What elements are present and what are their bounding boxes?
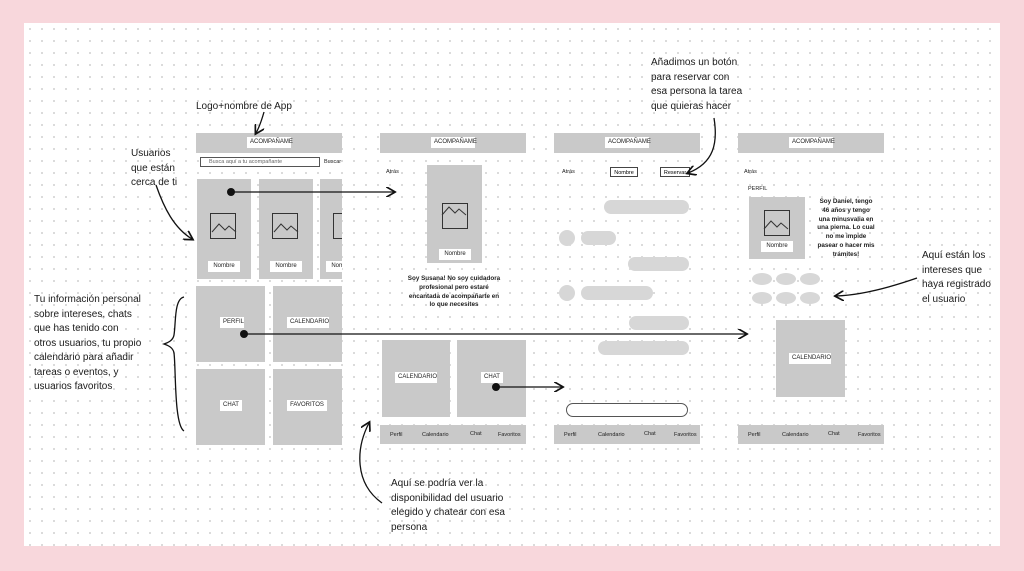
- user-name: Nombre: [439, 249, 471, 261]
- tab-chat[interactable]: Chat: [470, 431, 482, 437]
- image-placeholder-icon: [272, 213, 298, 239]
- interest-chip: [776, 292, 796, 304]
- tab-chat[interactable]: Chat: [644, 431, 656, 437]
- message-input[interactable]: [566, 403, 688, 417]
- screen-profile: ACOMPAÑAME Atrás PERFIL Nombre Soy Danie…: [738, 133, 884, 445]
- search-button[interactable]: Buscar: [324, 159, 342, 165]
- app-logo-title: ACOMPAÑAME: [247, 137, 293, 149]
- chat-bubble-right: [604, 200, 689, 214]
- interest-chip: [800, 292, 820, 304]
- interest-chip: [800, 273, 820, 285]
- user-card-name: Nombre: [326, 261, 342, 273]
- annotation-reserve: Añadimos un botón para reservar con esa …: [651, 57, 743, 112]
- user-card-partial[interactable]: Nombre: [320, 179, 342, 279]
- tile-calendario[interactable]: CALENDARIO: [273, 286, 342, 362]
- tab-calendario[interactable]: Calendario: [598, 432, 625, 438]
- tab-bar: Perfil Calendario Chat Favoritos: [380, 425, 526, 444]
- user-description: Soy Daniel, tengo 46 años y tengo una mi…: [817, 198, 875, 258]
- chat-bubble-right: [628, 257, 689, 271]
- tab-bar: Perfil Calendario Chat Favoritos: [554, 425, 700, 444]
- user-photo: Nombre: [749, 197, 805, 259]
- tile-favoritos-label: FAVORITOS: [287, 400, 327, 412]
- tile-calendario[interactable]: CALENDARIO: [382, 340, 450, 417]
- header-bar: ACOMPAÑAME: [554, 133, 700, 153]
- tab-chat[interactable]: Chat: [828, 431, 840, 437]
- tile-calendario[interactable]: CALENDARIO: [776, 320, 845, 397]
- tab-calendario[interactable]: Calendario: [782, 432, 809, 438]
- annotation-availability: Aquí se podría ver la disponibilidad del…: [391, 478, 505, 533]
- user-card-name: Nombre: [270, 261, 302, 273]
- interests-group: [752, 273, 822, 309]
- tab-calendario[interactable]: Calendario: [422, 432, 449, 438]
- tab-perfil[interactable]: Perfil: [564, 432, 577, 438]
- app-logo-title: ACOMPAÑAME: [789, 137, 835, 149]
- search-input[interactable]: Busca aquí a tu acompañante: [200, 157, 320, 167]
- user-card[interactable]: Nombre: [259, 179, 313, 279]
- chat-bubble-right: [629, 316, 689, 330]
- tab-perfil[interactable]: Perfil: [390, 432, 403, 438]
- name-button[interactable]: Nombre: [610, 167, 638, 177]
- avatar: [559, 230, 575, 246]
- perfil-heading: PERFIL: [748, 186, 768, 192]
- interest-chip: [752, 292, 772, 304]
- annotation-users: Usuarios que están cerca de ti: [131, 148, 178, 188]
- chat-bubble-right: [598, 341, 689, 355]
- search-placeholder: Busca aquí a tu acompañante: [209, 159, 283, 165]
- image-placeholder-icon: [442, 203, 468, 229]
- annotation-interests: Aquí están los intereses que haya regist…: [922, 250, 991, 305]
- screen-home: ACOMPAÑAME Busca aquí a tu acompañante B…: [196, 133, 342, 445]
- tile-calendario-label: CALENDARIO: [789, 353, 831, 365]
- tile-perfil-label: PERFIL: [220, 317, 244, 329]
- tab-perfil[interactable]: Perfil: [748, 432, 761, 438]
- header-bar: ACOMPAÑAME: [380, 133, 526, 153]
- header-bar: ACOMPAÑAME: [738, 133, 884, 153]
- tile-calendario-label: CALENDARIO: [287, 317, 329, 329]
- user-card-name: Nombre: [208, 261, 240, 273]
- tile-favoritos[interactable]: FAVORITOS: [273, 369, 342, 445]
- screen-chat: ACOMPAÑAME Atrás Nombre Reservar Perfil …: [554, 133, 700, 445]
- screen-user-detail: ACOMPAÑAME Atrás Nombre Soy Susana! No s…: [380, 133, 526, 445]
- user-photo: Nombre: [427, 165, 482, 263]
- user-name: Nombre: [761, 241, 793, 253]
- user-description: Soy Susana! No soy cuidadora profesional…: [407, 275, 501, 309]
- wireframe-board: ACOMPAÑAME Busca aquí a tu acompañante B…: [24, 23, 1000, 546]
- avatar: [559, 285, 575, 301]
- back-link[interactable]: Atrás: [386, 169, 399, 175]
- app-logo-title: ACOMPAÑAME: [431, 137, 477, 149]
- tile-chat-label: CHAT: [220, 400, 242, 412]
- tile-perfil[interactable]: PERFIL: [196, 286, 265, 362]
- interest-chip: [776, 273, 796, 285]
- tile-chat[interactable]: CHAT: [457, 340, 526, 417]
- annotation-logo: Logo+nombre de App: [196, 101, 292, 112]
- app-logo-title: ACOMPAÑAME: [605, 137, 651, 149]
- image-placeholder-icon: [764, 210, 790, 236]
- annotation-info: Tu información personal sobre intereses,…: [34, 294, 142, 392]
- header-bar: ACOMPAÑAME: [196, 133, 342, 153]
- chat-bubble-left: [581, 231, 616, 245]
- tab-bar: Perfil Calendario Chat Favoritos: [738, 425, 884, 444]
- image-placeholder-icon: [210, 213, 236, 239]
- tab-favoritos[interactable]: Favoritos: [498, 432, 521, 438]
- tile-calendario-label: CALENDARIO: [395, 372, 437, 384]
- reserve-button[interactable]: Reservar: [660, 167, 690, 177]
- back-link[interactable]: Atrás: [744, 169, 757, 175]
- tile-chat[interactable]: CHAT: [196, 369, 265, 445]
- interest-chip: [752, 273, 772, 285]
- back-link[interactable]: Atrás: [562, 169, 575, 175]
- tile-chat-label: CHAT: [481, 372, 503, 384]
- image-placeholder-icon: [333, 213, 342, 239]
- tab-favoritos[interactable]: Favoritos: [674, 432, 697, 438]
- tab-favoritos[interactable]: Favoritos: [858, 432, 881, 438]
- chat-bubble-left: [581, 286, 653, 300]
- user-card[interactable]: Nombre: [197, 179, 251, 279]
